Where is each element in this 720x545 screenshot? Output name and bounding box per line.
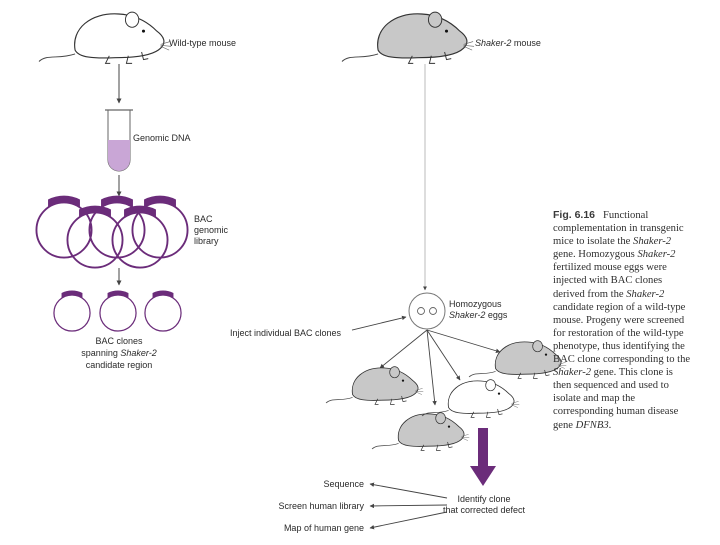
fanout-arrows	[379, 329, 501, 406]
figure-caption: Fig. 6.16 Functional complementation in …	[553, 209, 693, 432]
genomic-dna-label: Genomic DNA	[133, 133, 191, 143]
identify-clone-line2: that corrected defect	[443, 505, 526, 515]
map-gene-label: Map of human gene	[284, 523, 364, 533]
identify-clone-line1: Identify clone	[457, 494, 510, 504]
screen-library-label: Screen human library	[278, 501, 364, 511]
bac-clones	[53, 289, 182, 332]
library-label-line2: genomic	[194, 225, 229, 235]
caption-text-1: Functional complementation in transgenic…	[553, 210, 684, 248]
progeny-mouse-1	[325, 366, 424, 405]
caption-gene-1: Shaker-2	[633, 236, 672, 248]
shaker-mouse-label: Shaker-2 mouse	[475, 38, 541, 48]
shaker-mouse	[341, 11, 475, 64]
homozygous-label: Homozygous	[449, 299, 502, 309]
sequence-label: Sequence	[323, 479, 364, 489]
caption-gene-2: Shaker-2	[637, 249, 676, 261]
bac-library	[35, 194, 189, 269]
test-tube	[105, 109, 133, 172]
bac-clones-label-line3: candidate region	[86, 360, 153, 370]
selection-arrow	[470, 428, 496, 486]
bac-clones-label-line1: BAC clones	[95, 336, 143, 346]
progeny-mouse-3-wild	[421, 379, 520, 418]
bac-clones-label-line2: spanning Shaker-2	[81, 348, 156, 358]
caption-gene-5: DFNB3	[575, 419, 609, 431]
wild-type-mouse-label: Wild-type mouse	[169, 38, 236, 48]
caption-text-4: candidate region of a wild-type mouse. P…	[553, 301, 691, 366]
caption-gene-4: Shaker-2	[553, 367, 592, 379]
library-label-line3: library	[194, 236, 219, 246]
caption-gene-3: Shaker-2	[626, 288, 665, 300]
arrow-inject	[351, 315, 407, 331]
inject-label: Inject individual BAC clones	[230, 328, 342, 338]
library-label-line1: BAC	[194, 214, 213, 224]
wild-type-mouse	[38, 11, 172, 64]
figure-number: Fig. 6.16	[553, 209, 596, 221]
caption-text-6: .	[608, 419, 612, 431]
caption-text-5: gene. This clone is then sequenced and u…	[553, 367, 679, 431]
outcome-arrows	[369, 482, 448, 530]
caption-text-2: gene. Homozygous	[553, 249, 638, 261]
progeny-mouse-4	[468, 340, 567, 379]
caption-text-3: fertilized mouse eggs were injected with…	[553, 262, 667, 300]
progeny-mouse-2	[371, 412, 470, 451]
fertilized-egg	[408, 292, 446, 330]
shaker-eggs-label: Shaker-2 eggs	[449, 310, 508, 320]
